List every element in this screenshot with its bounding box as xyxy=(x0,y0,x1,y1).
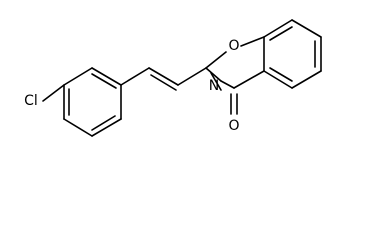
chlorine-label: Cl xyxy=(24,93,38,109)
ring-oxygen-label: O xyxy=(228,38,239,54)
bond xyxy=(91,118,122,137)
oxazinone-ring xyxy=(205,36,265,91)
benzo-ring xyxy=(263,19,322,89)
bond xyxy=(91,115,116,131)
structure-diagram: Cl O N O xyxy=(24,19,322,137)
bond xyxy=(91,73,117,89)
bond xyxy=(263,19,293,38)
bond xyxy=(269,67,293,82)
bond xyxy=(205,51,227,69)
bond xyxy=(291,70,322,89)
bond xyxy=(240,36,265,47)
carbonyl-oxygen-label: O xyxy=(228,118,239,134)
bond xyxy=(120,67,150,86)
vinyl-double-bond xyxy=(148,67,179,86)
bond xyxy=(177,67,207,86)
bond xyxy=(210,72,222,91)
vinyl-double-bond xyxy=(150,74,177,91)
bond xyxy=(220,80,235,89)
bond xyxy=(205,67,222,82)
ring-nitrogen-label: N xyxy=(209,78,219,94)
bond xyxy=(291,19,322,38)
bond xyxy=(263,70,293,89)
bond xyxy=(63,67,93,86)
bond xyxy=(233,70,265,89)
bond xyxy=(63,118,93,137)
chlorophenyl-ring xyxy=(63,67,122,137)
bond xyxy=(42,84,65,102)
bond xyxy=(91,67,122,86)
bond xyxy=(269,26,293,41)
